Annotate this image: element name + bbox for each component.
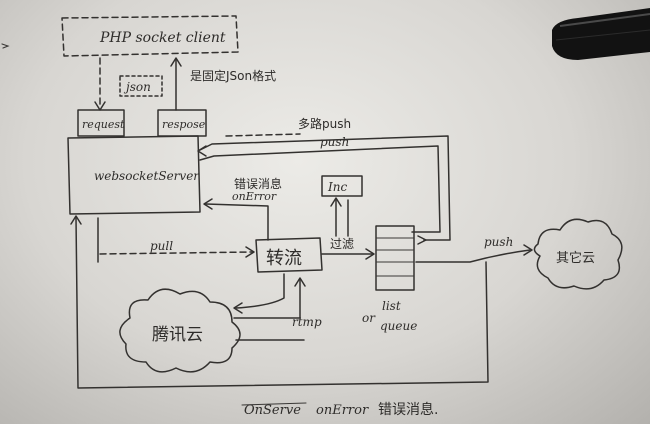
request-label: request	[82, 118, 125, 131]
error-msg-label: 错误消息	[234, 176, 282, 191]
bottom-onserve-label: OnServe	[244, 403, 301, 418]
json-label: json	[123, 80, 151, 94]
inc-label: Inc	[327, 180, 347, 194]
rtmp-arrowhead-icon	[294, 277, 306, 287]
inc-arrowhead-icon	[330, 197, 342, 207]
bottom-onerror-label: onError	[316, 403, 369, 418]
converter-label: 转流	[266, 248, 302, 269]
rtmp-label: rtmp	[292, 315, 322, 329]
php-client-box: PHP socket client	[61, 15, 239, 57]
marker-pen-icon	[552, 8, 650, 60]
websocket-server-box: websocketServer	[67, 135, 201, 215]
php-client-label: PHP socket client	[99, 30, 226, 46]
fixed-json-note: 是固定JSon格式	[190, 68, 276, 83]
bottom-error-msg-label: 错误消息.	[378, 401, 438, 418]
filter-arrowhead-icon	[365, 248, 375, 260]
inc-box: Inc	[321, 175, 363, 197]
onerror-label: onError	[232, 190, 277, 203]
other-cloud-label: 其它云	[556, 250, 595, 266]
push-out-arrowhead-icon	[523, 244, 533, 256]
json-box: json	[119, 75, 163, 97]
rtmp-up-line	[233, 279, 301, 319]
error-arrowhead-icon	[203, 198, 213, 210]
queue-queue-label: queue	[380, 319, 417, 333]
bottom-return-arrowhead-icon	[70, 215, 82, 225]
rtmp-left-arrowhead-icon	[233, 302, 243, 314]
dashed-connector	[225, 133, 301, 137]
response-box: respose	[157, 109, 207, 137]
pull-line	[99, 251, 253, 255]
scribble-mark	[1, 43, 10, 49]
filter-label: 过滤	[330, 237, 354, 251]
multi-push-loop-line-inner	[199, 145, 441, 233]
pull-arrowhead-icon	[245, 246, 255, 258]
response-arrowhead-icon	[170, 57, 182, 67]
error-return-line	[205, 203, 269, 241]
push-out-label: push	[484, 235, 513, 249]
queue-list-label: list	[382, 299, 401, 313]
strikethrough-mark	[241, 402, 307, 406]
multi-push-loop-line	[199, 135, 451, 241]
pull-label: pull	[150, 239, 173, 253]
queue-or-label: or	[362, 311, 376, 325]
push-out-line	[415, 249, 531, 263]
converter-box: 转流	[255, 237, 323, 273]
response-label: respose	[162, 118, 206, 131]
loop-arrowhead-icon	[417, 235, 427, 245]
bottom-return-loop-line	[75, 217, 489, 389]
websocket-server-label: websocketServer	[94, 169, 200, 183]
push-label-top: push	[320, 135, 349, 149]
request-box: request	[77, 109, 125, 137]
rtmp-down-line	[235, 273, 285, 309]
tencent-cloud-label: 腾讯云	[152, 325, 203, 345]
other-cloud-shape: 其它云	[533, 218, 623, 290]
list-queue-stack	[375, 225, 415, 291]
multi-push-arrowhead-icon	[197, 145, 207, 157]
multi-push-label: 多路push	[298, 116, 351, 131]
tencent-cloud-shape: 腾讯云	[119, 288, 241, 373]
